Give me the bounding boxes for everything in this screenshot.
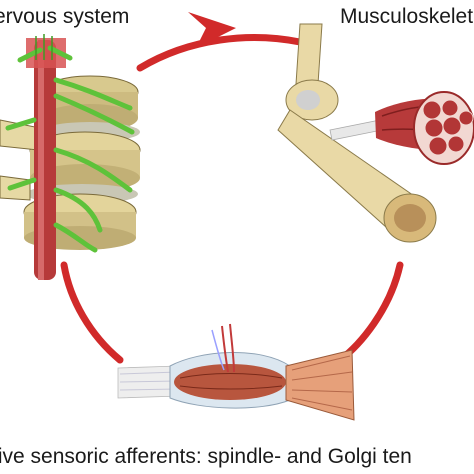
spinal-column-illustration-icon (0, 34, 141, 280)
nervous-system-label: ervous system (0, 5, 130, 28)
cycle-arc-left (60, 261, 124, 364)
muscle-spindle-illustration-icon (117, 323, 355, 421)
cycle-arc-top (136, 34, 304, 72)
musculoskeletal-label: Musculoskelet (340, 5, 474, 28)
proprioceptive-afferents-label: tive sensoric afferents: spindle- and Go… (0, 445, 412, 468)
bone-and-muscle-illustration-icon (277, 23, 474, 243)
chevron-arrow-head-icon (188, 12, 236, 48)
cycle-arc-right (336, 261, 404, 364)
